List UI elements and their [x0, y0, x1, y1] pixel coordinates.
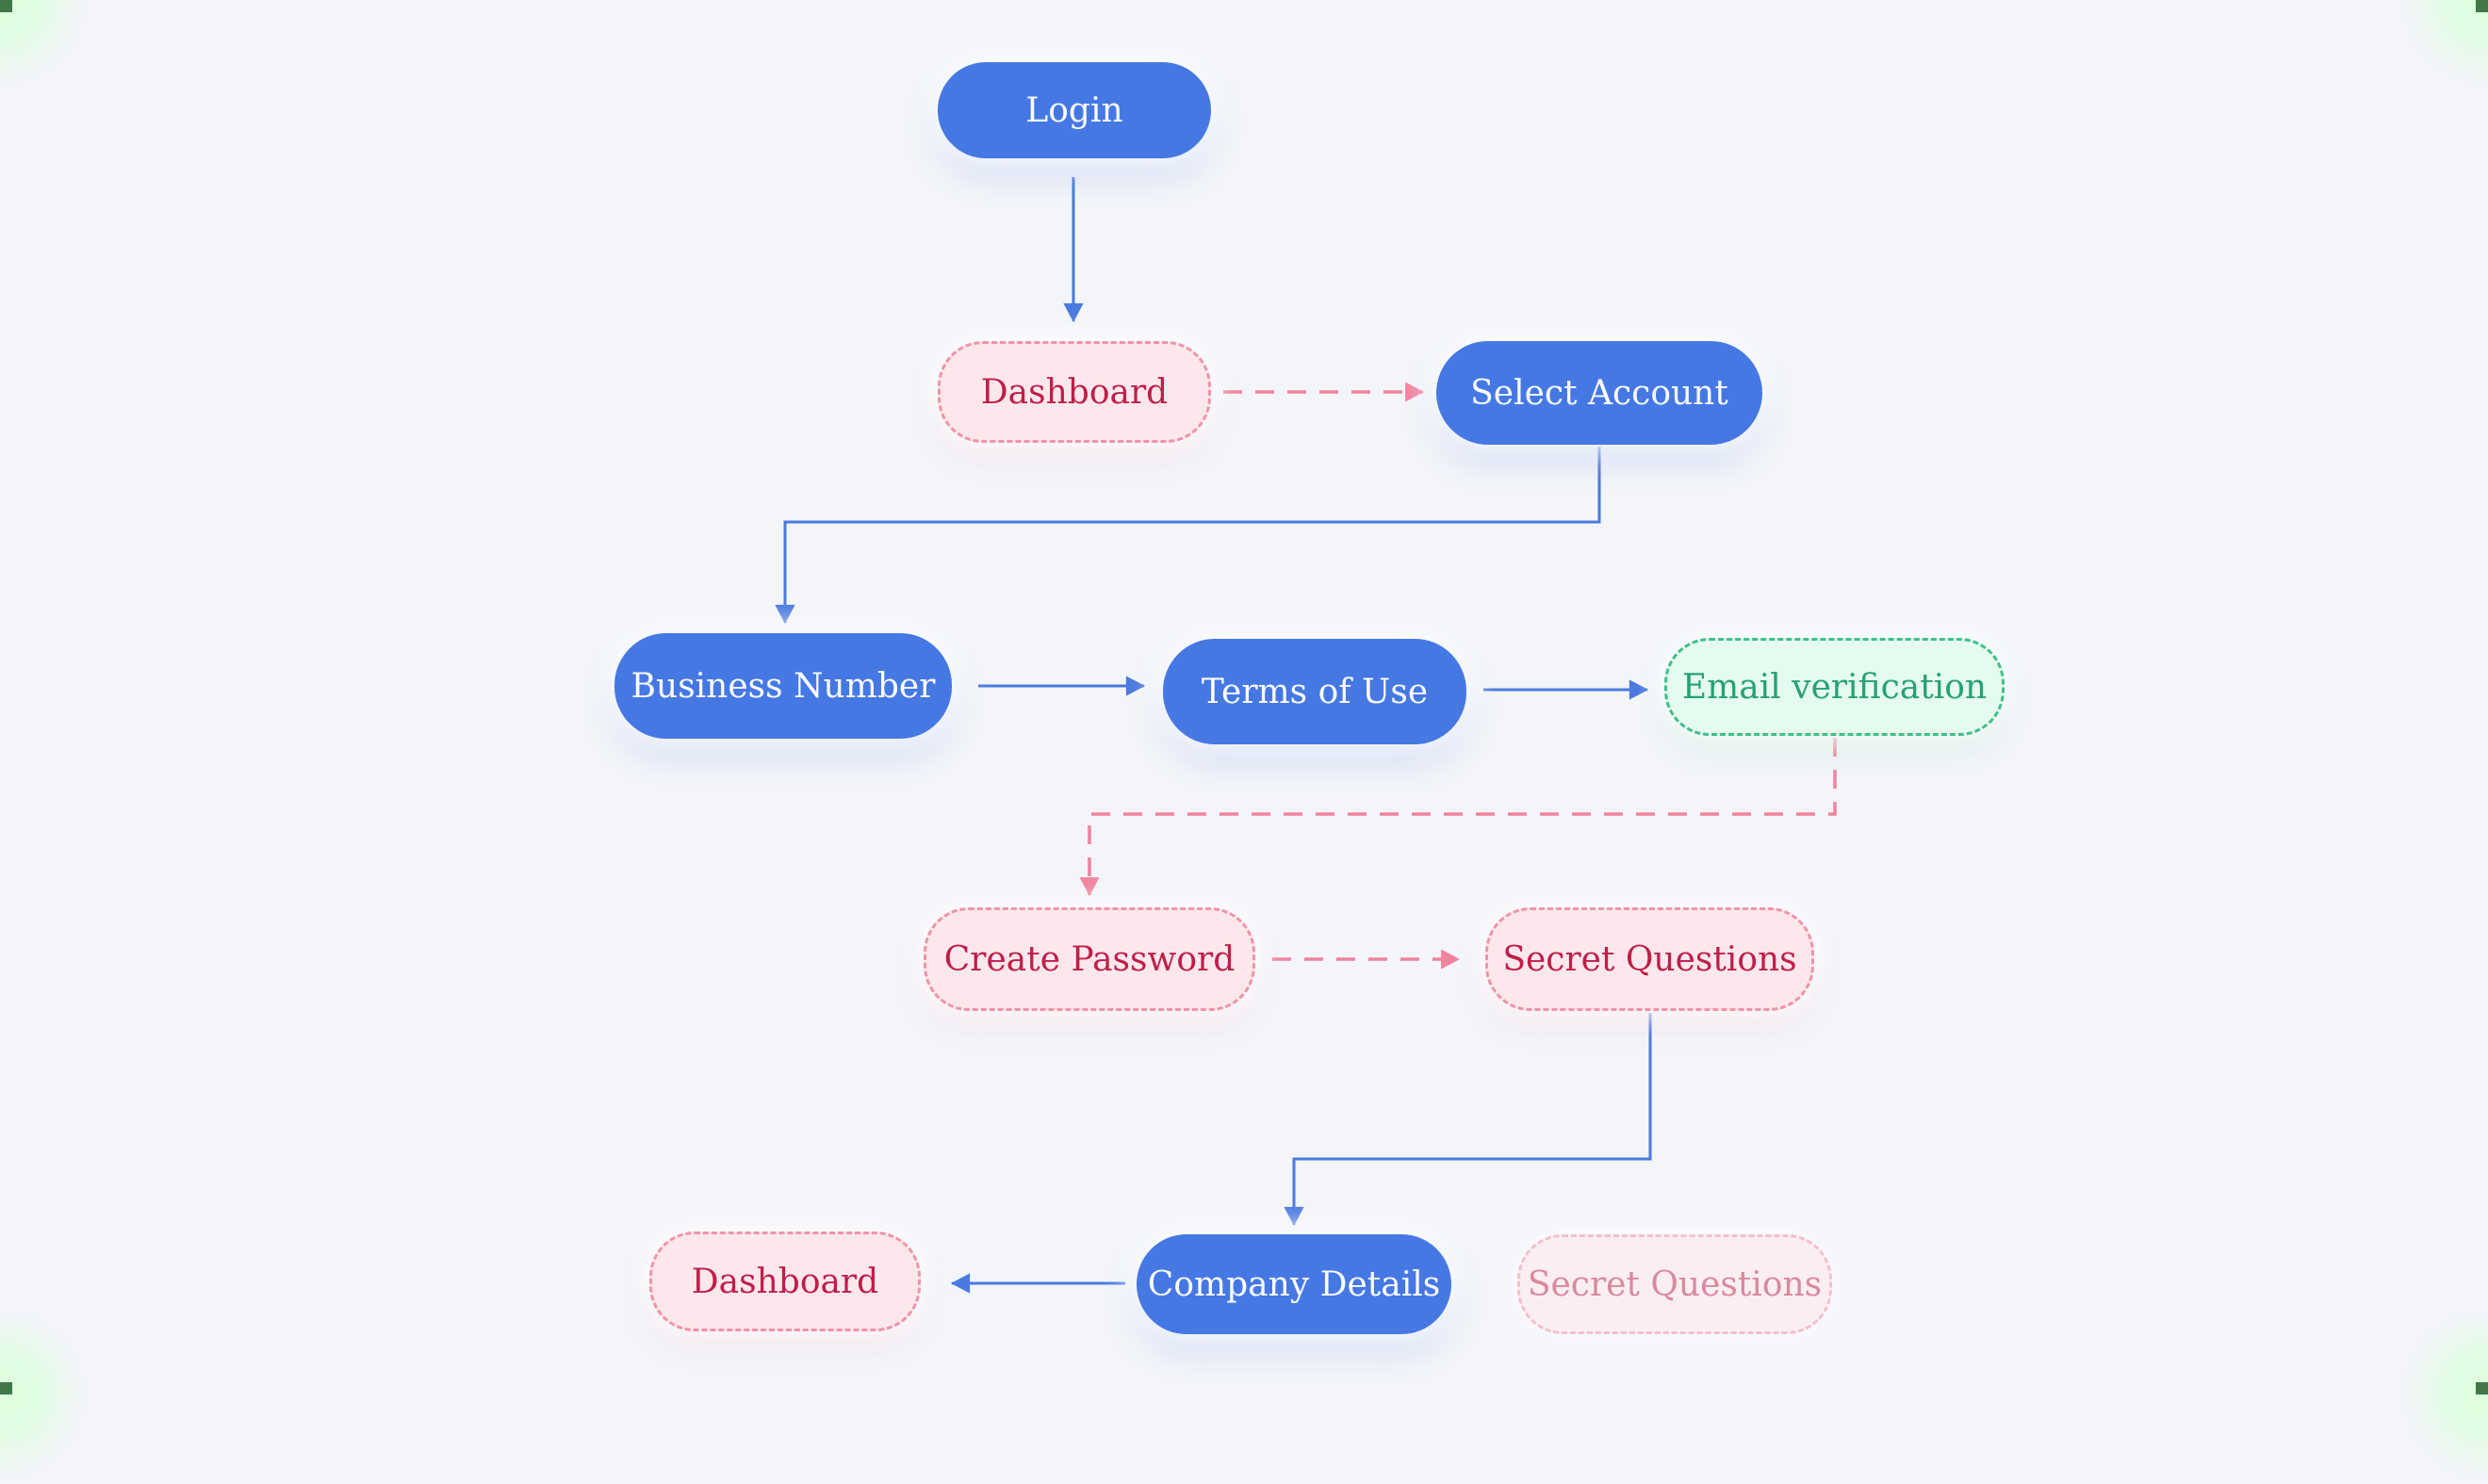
corner-marker-top-left — [0, 0, 12, 12]
flow-edge-email-to-create-password — [1079, 738, 1837, 897]
flow-node-dashboard-top[interactable]: Dashboard — [938, 341, 1211, 443]
flow-node-terms-of-use[interactable]: Terms of Use — [1163, 639, 1466, 744]
flow-node-label-dashboard-top: Dashboard — [980, 372, 1169, 412]
flow-connectors-layer — [775, 177, 1837, 1294]
flow-node-email-verification[interactable]: Email verification — [1664, 638, 2005, 736]
flow-edge-secret-questions-to-company-details — [1284, 1013, 1652, 1227]
flow-node-label-business-number: Business Number — [630, 666, 936, 706]
flow-node-company-details[interactable]: Company Details — [1137, 1234, 1451, 1334]
flow-node-secret-questions-faded[interactable]: Secret Questions — [1517, 1234, 1832, 1334]
flow-node-label-dashboard-bottom: Dashboard — [691, 1262, 879, 1301]
flow-node-label-company-details: Company Details — [1147, 1264, 1441, 1304]
flow-node-login[interactable]: Login — [938, 62, 1211, 158]
flow-node-label-login: Login — [1025, 90, 1123, 130]
flow-edges — [775, 177, 1837, 1294]
flow-node-label-email-verification: Email verification — [1681, 667, 1988, 707]
corner-marker-bottom-left — [0, 1382, 12, 1394]
flow-node-label-terms-of-use: Terms of Use — [1201, 672, 1429, 711]
flow-node-select-account[interactable]: Select Account — [1436, 341, 1762, 445]
flow-node-dashboard-bottom[interactable]: Dashboard — [649, 1231, 921, 1331]
corner-marker-top-right — [2476, 0, 2488, 12]
flow-edge-select-account-to-business-number — [775, 447, 1601, 625]
flow-node-label-create-password: Create Password — [943, 939, 1236, 979]
corner-marker-bottom-right — [2476, 1382, 2488, 1394]
flow-node-business-number[interactable]: Business Number — [614, 633, 952, 739]
flow-node-create-password[interactable]: Create Password — [924, 907, 1255, 1011]
flow-node-secret-questions[interactable]: Secret Questions — [1485, 907, 1814, 1011]
flow-node-label-select-account: Select Account — [1470, 373, 1728, 413]
flow-node-label-secret-questions: Secret Questions — [1502, 939, 1797, 979]
flow-node-label-secret-questions-faded: Secret Questions — [1527, 1264, 1823, 1304]
